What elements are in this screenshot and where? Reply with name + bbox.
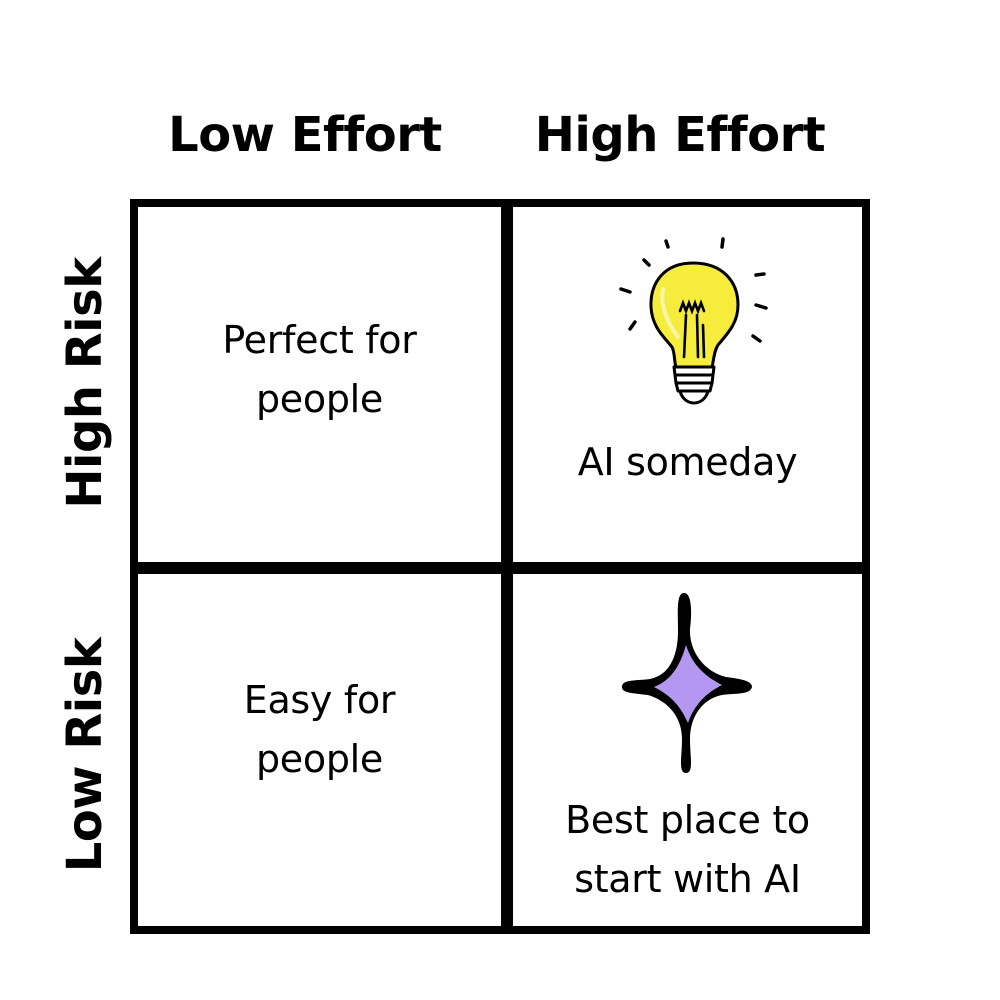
cell-low-risk-high-effort-text: Best place to start with AI bbox=[513, 791, 862, 909]
quadrant-grid: Perfect for people bbox=[130, 199, 870, 934]
sparkle-fill bbox=[654, 645, 722, 723]
cell-low-risk-low-effort: Easy for people bbox=[138, 574, 501, 926]
cell-low-risk-low-effort-text: Easy for people bbox=[170, 671, 470, 789]
cell-text-line: Best place to bbox=[565, 798, 810, 842]
cell-text-line: people bbox=[255, 737, 383, 781]
cell-text-line: people bbox=[255, 376, 383, 421]
sparkle-icon bbox=[618, 589, 758, 779]
cell-text-line: start with AI bbox=[574, 857, 801, 901]
cell-high-risk-high-effort: AI someday bbox=[513, 207, 862, 562]
cell-high-risk-high-effort-text: AI someday bbox=[577, 440, 798, 484]
column-header-high-effort: High Effort bbox=[534, 107, 826, 163]
cell-text-line: Perfect for bbox=[222, 317, 417, 362]
cell-low-risk-high-effort: Best place to start with AI bbox=[513, 574, 862, 926]
lightbulb-icon bbox=[608, 229, 778, 409]
column-header-low-effort: Low Effort bbox=[168, 107, 442, 163]
row-header-high-risk: High Risk bbox=[57, 257, 113, 509]
cell-high-risk-low-effort: Perfect for people bbox=[138, 207, 501, 562]
grid-horizontal-divider bbox=[138, 562, 862, 574]
cell-text-line: Easy for bbox=[243, 678, 396, 722]
cell-high-risk-low-effort-text: Perfect for people bbox=[170, 311, 470, 429]
row-header-low-risk: Low Risk bbox=[57, 637, 113, 873]
